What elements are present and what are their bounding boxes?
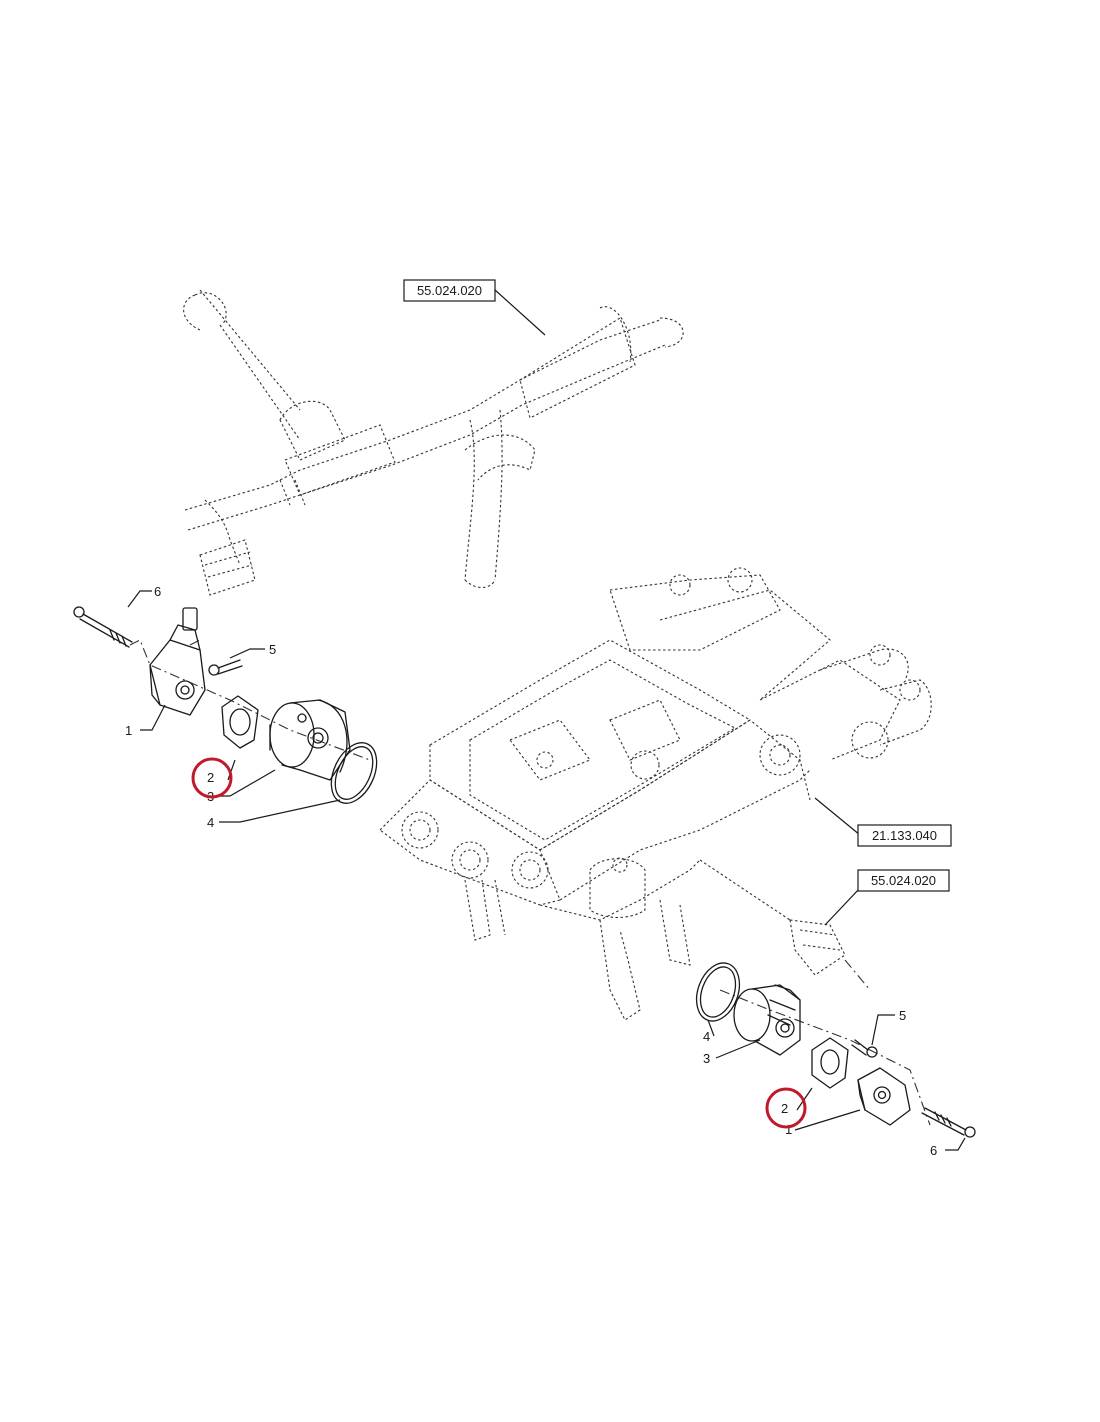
left-sensor-group — [73, 606, 378, 804]
valve-block — [379, 567, 932, 1021]
ref-box-harness-right: 55.024.020 — [857, 869, 950, 892]
ref-label-harness-right: 55.024.020 — [871, 873, 936, 888]
screw-right — [851, 1039, 878, 1058]
callout-right-3: 3 — [703, 1051, 710, 1066]
o-ring-right — [695, 962, 741, 1022]
leader-lines — [127, 289, 966, 1151]
screw-left — [208, 659, 243, 676]
o-ring-left — [330, 742, 378, 804]
callout-right-2: 2 — [781, 1101, 788, 1116]
right-sensor-group — [695, 962, 976, 1138]
gasket-plate-left — [221, 695, 259, 749]
callout-left-6: 6 — [154, 584, 161, 599]
callout-right-5: 5 — [899, 1008, 906, 1023]
callout-right-4: 4 — [703, 1029, 710, 1044]
ref-label-harness-top: 55.024.020 — [417, 283, 482, 298]
highlight-circle-left-part-2 — [191, 757, 233, 799]
gasket-plate-right — [811, 1037, 849, 1089]
ref-label-valve-block: 21.133.040 — [872, 828, 937, 843]
callout-left-1: 1 — [125, 723, 132, 738]
housing-right — [733, 984, 801, 1056]
sensor-body-right — [857, 1067, 911, 1126]
housing-left — [269, 699, 351, 781]
harness-connector-right — [699, 859, 846, 976]
ref-box-harness-top: 55.024.020 — [403, 279, 496, 302]
callout-left-2: 2 — [207, 770, 214, 785]
harness-tube-assembly — [183, 289, 684, 596]
callout-left-5: 5 — [269, 642, 276, 657]
bolt-right — [921, 1107, 976, 1138]
callout-right-6: 6 — [930, 1143, 937, 1158]
callout-right-1: 1 — [785, 1122, 792, 1137]
callout-left-4: 4 — [207, 815, 214, 830]
highlight-circle-right-part-2 — [765, 1087, 807, 1129]
ref-box-valve-block: 21.133.040 — [857, 824, 952, 847]
bolt-left — [73, 606, 133, 648]
sensor-body-left — [149, 607, 206, 716]
